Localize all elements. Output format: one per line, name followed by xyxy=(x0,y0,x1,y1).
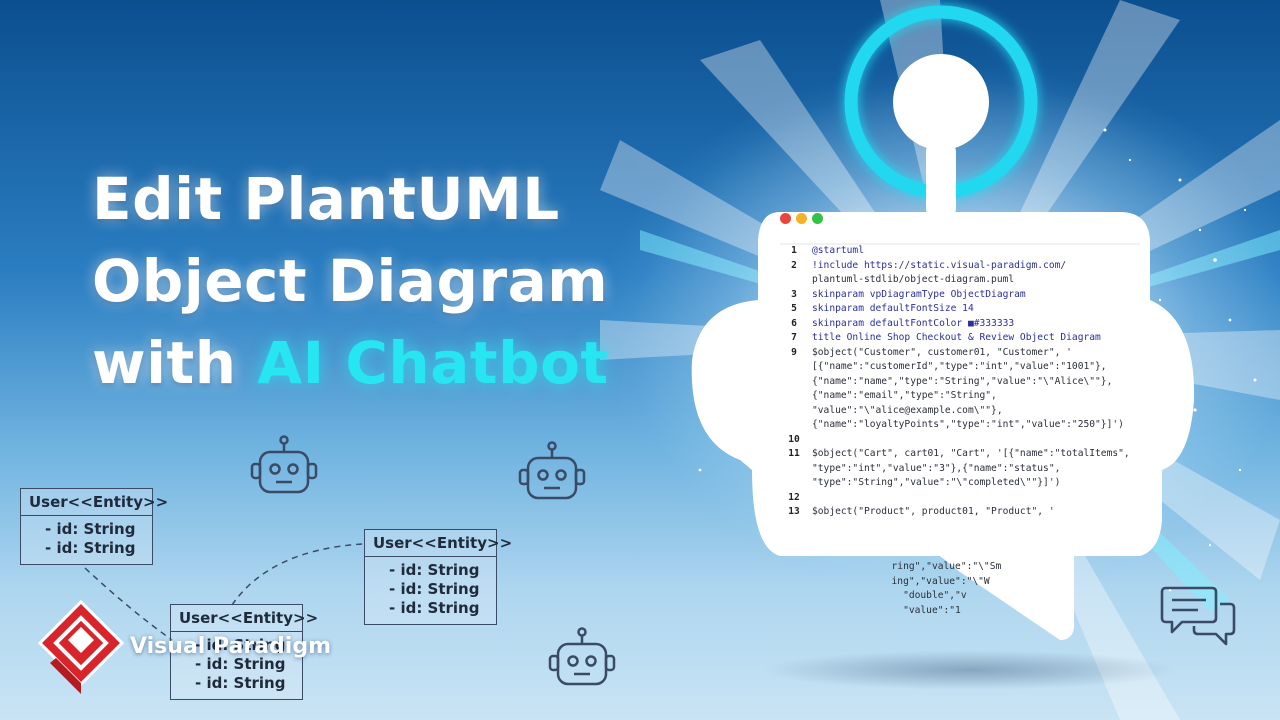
code-line: plantuml-stdlib/object-diagram.puml xyxy=(776,273,1156,288)
code-line: 10 xyxy=(776,433,1156,448)
robot-icon xyxy=(250,435,318,494)
uml-entity-box: User<<Entity>> - id: String - id: String… xyxy=(170,604,318,700)
line-number: 7 xyxy=(791,332,797,343)
visual-paradigm-logo xyxy=(38,600,124,694)
code-line: "type":"int","value":"3"},{"name":"statu… xyxy=(776,462,1156,477)
brand-name: Visual Paradigm xyxy=(130,634,332,659)
line-number: 9 xyxy=(791,346,797,358)
code-text[interactable]: skinparam defaultFontColor ■#333333 xyxy=(812,317,1015,329)
line-number xyxy=(776,273,812,288)
uml-field: - id: String xyxy=(195,636,286,654)
code-line: {"name":"name","type":"String","value":"… xyxy=(776,375,1156,390)
window-controls xyxy=(780,213,823,224)
uml-field: - id: String xyxy=(45,539,136,557)
uml-entity-header: User<<Entity>> xyxy=(365,530,512,557)
code-text[interactable] xyxy=(812,491,1156,506)
line-number: 1 xyxy=(791,245,797,256)
line-number: 2 xyxy=(791,259,797,271)
code-line: {"name":"email","type":"String", xyxy=(776,389,1156,404)
code-text[interactable]: "type":"int","value":"3"},{"name":"statu… xyxy=(812,462,1061,474)
headline-prefix: with xyxy=(92,329,237,397)
chat-bubbles-icon xyxy=(1160,586,1236,646)
code-line: {"name":"loyaltyPoints","type":"int","va… xyxy=(776,418,1156,433)
code-overflow-line: "value":"1 xyxy=(776,604,961,616)
code-text[interactable]: @startuml xyxy=(812,245,864,256)
line-number: 12 xyxy=(788,491,800,503)
code-line: 9 $object("Customer", customer01, "Custom… xyxy=(776,346,1156,361)
code-text[interactable]: {"name":"name","type":"String","value":"… xyxy=(812,375,1113,387)
line-number xyxy=(776,418,812,433)
code-line: 2 !include https://static.visual-paradigm… xyxy=(776,259,1156,274)
code-text[interactable]: $object("Cart", cart01, "Cart", '[{"name… xyxy=(812,448,1130,459)
code-text[interactable]: $object("Customer", customer01, "Custome… xyxy=(812,346,1072,358)
minimize-dot-icon[interactable] xyxy=(796,213,807,224)
uml-entity-box: User<<Entity>> - id: String - id: String xyxy=(20,488,168,565)
code-overflow: ring","value":"\"Sm ing","value":"\"W "d… xyxy=(776,560,1076,640)
code-line: [{"name":"customerId","type":"int","valu… xyxy=(776,360,1156,375)
uml-field: - id: String xyxy=(389,599,480,617)
code-text[interactable]: skinparam vpDiagramType ObjectDiagram xyxy=(812,288,1026,300)
code-line: "type":"String","value":"\"completed\""}… xyxy=(776,476,1156,491)
headline-line-1: Edit PlantUML xyxy=(92,165,560,233)
close-dot-icon[interactable] xyxy=(780,213,791,224)
code-lines: 1 @startuml 2 !include https://static.visua… xyxy=(776,244,1156,520)
uml-field: - id: String xyxy=(389,580,480,598)
headline-line-2: Object Diagram xyxy=(92,247,609,315)
maximize-dot-icon[interactable] xyxy=(812,213,823,224)
code-line: 12 xyxy=(776,491,1156,506)
code-overflow-line: ing","value":"\"W xyxy=(776,575,990,587)
code-text[interactable]: skinparam defaultFontSize 14 xyxy=(812,303,974,314)
code-line: 13 $object("Product", product01, "Product… xyxy=(776,505,1156,520)
code-text[interactable]: plantuml-stdlib/object-diagram.puml xyxy=(812,274,1015,285)
robot-icon xyxy=(518,441,586,500)
headline-line-3: with AI Chatbot xyxy=(92,322,609,404)
code-text[interactable]: {"name":"loyaltyPoints","type":"int","va… xyxy=(812,419,1124,430)
uml-entity-header: User<<Entity>> xyxy=(21,489,168,516)
code-line: 1 @startuml xyxy=(776,244,1156,259)
line-number xyxy=(776,476,812,491)
uml-entity-box: User<<Entity>> - id: String - id: String… xyxy=(364,529,512,625)
code-editor: 1 @startuml 2 !include https://static.visua… xyxy=(776,208,1146,558)
code-text[interactable]: [{"name":"customerId","type":"int","valu… xyxy=(812,361,1107,372)
line-number: 10 xyxy=(788,433,800,445)
line-number: 5 xyxy=(791,303,797,314)
line-number: 11 xyxy=(788,448,800,459)
code-overflow-line: ring","value":"\"Sm xyxy=(776,561,1002,572)
robot-icon xyxy=(548,627,616,686)
code-overflow-line: "double","v xyxy=(776,590,967,601)
code-text[interactable]: "type":"String","value":"\"completed\""}… xyxy=(812,477,1061,488)
code-line: 3 skinparam vpDiagramType ObjectDiagram xyxy=(776,288,1156,303)
code-text[interactable]: title Online Shop Checkout & Review Obje… xyxy=(812,332,1101,343)
code-text[interactable] xyxy=(812,433,1156,448)
code-text[interactable]: $object("Product", product01, "Product",… xyxy=(812,506,1055,517)
code-text[interactable]: {"name":"email","type":"String", xyxy=(812,390,997,401)
code-line: 6 skinparam defaultFontColor ■#333333 xyxy=(776,317,1156,332)
line-number xyxy=(776,360,812,375)
uml-field: - id: String xyxy=(45,520,136,538)
uml-field: - id: String xyxy=(389,561,480,579)
floor-shadow xyxy=(760,650,1180,690)
line-number xyxy=(776,404,812,419)
code-line: 7 title Online Shop Checkout & Review Obj… xyxy=(776,331,1156,346)
code-text[interactable]: !include https://static.visual-paradigm.… xyxy=(812,259,1067,271)
headline: Edit PlantUML Object Diagram with AI Cha… xyxy=(92,158,609,404)
code-line: "value":"\"alice@example.com\""}, xyxy=(776,404,1156,419)
line-number: 6 xyxy=(791,317,797,329)
headline-accent: AI Chatbot xyxy=(257,329,609,397)
line-number xyxy=(776,389,812,404)
line-number: 13 xyxy=(788,506,800,517)
line-number xyxy=(776,375,812,390)
code-line: 5 skinparam defaultFontSize 14 xyxy=(776,302,1156,317)
uml-field: - id: String xyxy=(195,674,286,692)
uml-field: - id: String xyxy=(195,655,286,673)
code-line: 11 $object("Cart", cart01, "Cart", '[{"na… xyxy=(776,447,1156,462)
line-number: 3 xyxy=(791,288,797,300)
code-text[interactable]: "value":"\"alice@example.com\""}, xyxy=(812,404,1003,416)
uml-entity-header: User<<Entity>> xyxy=(171,605,318,632)
line-number xyxy=(776,462,812,477)
